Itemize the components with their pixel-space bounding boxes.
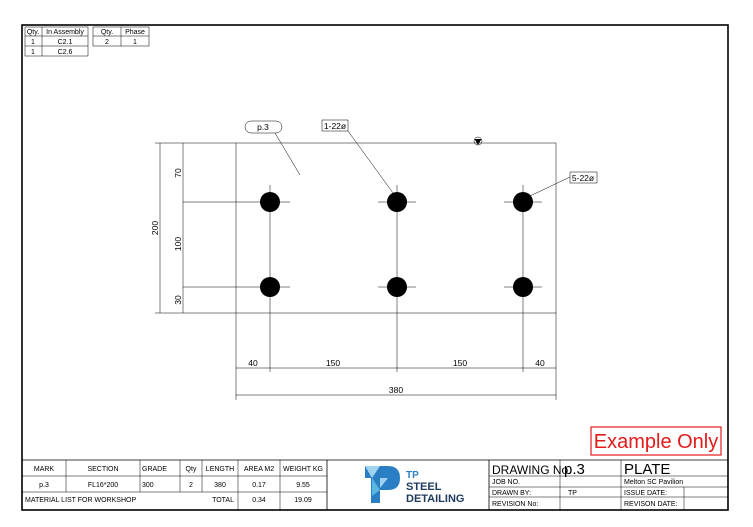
drawing-no: p.3 (564, 461, 585, 478)
header-area: AREA M2 (244, 466, 274, 473)
total-label: TOTAL (212, 497, 234, 504)
revision-no-label: REVISION No: (492, 501, 538, 508)
title-block: DRAWING No. p.3 PLATE JOB NO. Melton SC … (488, 460, 728, 510)
dim-overall-height: 200 (150, 221, 160, 235)
sheet-border (21, 24, 729, 511)
issue-date-label: ISSUE DATE: (624, 490, 667, 497)
dim-pitch-1: 150 (326, 358, 340, 368)
drawing-no-label: DRAWING No. (492, 463, 572, 477)
drawn-by: TP (568, 490, 577, 497)
logo-tp: TP (406, 470, 419, 481)
hole-label-2: 5-22ø (572, 173, 594, 183)
header-qty: Qty (186, 466, 197, 473)
dim-bottom: 30 (173, 295, 183, 305)
bolt-hole (513, 277, 533, 297)
bolt-hole (260, 277, 280, 297)
dim-right-edge: 40 (535, 358, 545, 368)
bolt-hole (513, 192, 533, 212)
dim-top: 70 (173, 168, 183, 178)
total-weight: 19.09 (294, 497, 312, 504)
header-phase: Phase (125, 29, 145, 36)
material-list-footer: MATERIAL LIST FOR WORKSHOP (25, 497, 136, 504)
header-weight: WEIGHT KG (283, 466, 323, 473)
header-in-assembly: In Assembly (46, 29, 84, 36)
dim-middle: 100 (173, 237, 183, 251)
cell: 1 (133, 39, 137, 46)
cell-section: FL16*200 (88, 482, 118, 489)
header-grade: GRADE (142, 466, 167, 473)
hole-label-1: 1-22ø (324, 121, 346, 131)
cell: 2 (105, 39, 109, 46)
header-section: SECTION (87, 466, 118, 473)
cell: 1 (31, 49, 35, 56)
job-name: Melton SC Pavilion (624, 479, 683, 486)
cell: 1 (31, 39, 35, 46)
drawn-by-label: DRAWN BY: (492, 490, 531, 497)
logo-detailing: DETAILING (406, 493, 464, 505)
cell: C2.1 (58, 39, 73, 46)
cell-length: 380 (214, 482, 226, 489)
company-logo: TP STEEL DETAILING (365, 466, 464, 505)
part-label: p.3 (257, 122, 269, 132)
example-only-text: Example Only (594, 431, 719, 453)
header-length: LENGTH (206, 466, 234, 473)
total-area: 0.34 (252, 497, 266, 504)
bolt-hole (387, 277, 407, 297)
header-qty: Qty. (27, 29, 39, 36)
bolt-hole (260, 192, 280, 212)
phase-table: Qty. Phase 2 1 (92, 26, 150, 47)
dim-pitch-2: 150 (453, 358, 467, 368)
cell: C2.6 (58, 49, 73, 56)
dim-left-edge: 40 (248, 358, 258, 368)
drawing-title: PLATE (624, 461, 670, 478)
material-list-table: MARK SECTION GRADE Qty LENGTH AREA M2 WE… (22, 459, 728, 510)
cell-weight: 9.55 (296, 482, 310, 489)
plate-outline (235, 142, 557, 314)
cell-grade: 300 (142, 482, 154, 489)
cell-qty: 2 (189, 482, 193, 489)
job-no-label: JOB NO. (492, 479, 520, 486)
header-qty: Qty. (101, 29, 113, 36)
example-only-stamp (590, 426, 722, 456)
plate-drawing: p.3 1-22ø 5-22ø 200 70 100 30 40 150 150… (150, 119, 598, 400)
dim-overall-length: 380 (389, 385, 403, 395)
logo-steel: STEEL (406, 481, 442, 493)
cell-mark: p.3 (39, 482, 49, 489)
cell-area: 0.17 (252, 482, 266, 489)
header-mark: MARK (34, 466, 55, 473)
revision-date-label: REVISON DATE: (624, 501, 678, 508)
bolt-hole (387, 192, 407, 212)
assembly-table: Qty. In Assembly 1 C2.1 1 C2.6 (24, 26, 89, 57)
